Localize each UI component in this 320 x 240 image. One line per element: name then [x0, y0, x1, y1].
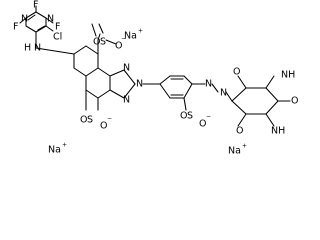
- molecule-structure: F F F Cl N N H N O S O − N N N O S O − O…: [13, 0, 298, 157]
- atom-amine-n: N: [34, 43, 41, 54]
- sulfonate-left-sulfur: S: [87, 115, 93, 126]
- atom-triazole-n1: N: [123, 63, 130, 74]
- atom-amine-h: H: [24, 43, 31, 54]
- counterion-bottom-left-charge: +: [62, 142, 67, 149]
- atom-imide-nh-bottom: NH: [271, 126, 285, 137]
- sulfonate-right-oxide-oxygen: O: [199, 119, 206, 130]
- counterion-top: Na: [124, 31, 137, 42]
- sulfonate-right-sulfur: S: [187, 111, 193, 122]
- atom-oxo-top: O: [233, 67, 240, 78]
- sulfonate-left-oxide-oxygen: O: [100, 121, 107, 132]
- sulfonate-top-oxide-oxygen: O: [115, 41, 122, 52]
- atom-oxo-middle: O: [291, 96, 298, 107]
- atom-chlorine: Cl: [53, 32, 62, 43]
- atom-fluorine-top: F: [33, 0, 38, 11]
- sulfonate-top-charge: −: [121, 36, 126, 43]
- atom-pyrimidine-n-right: N: [47, 14, 54, 25]
- atom-azo-n2: N: [220, 88, 227, 99]
- counterion-bottom-right-charge: +: [242, 143, 247, 150]
- counterion-top-charge: +: [138, 28, 143, 35]
- sulfonate-right-charge: −: [206, 114, 211, 121]
- atom-azo-n1: N: [205, 79, 212, 90]
- sulfonate-left-charge: −: [107, 116, 112, 123]
- atom-imide-nh-top: NH: [281, 70, 295, 81]
- atom-triazole-n2: N: [136, 79, 143, 90]
- counterion-bottom-left: Na: [48, 145, 61, 156]
- atom-pyrimidine-n-left: N: [21, 14, 28, 25]
- atom-triazole-n3: N: [123, 95, 130, 106]
- sulfonate-top-sulfur: S: [100, 37, 106, 48]
- atom-fluorine-right: F: [55, 22, 60, 33]
- atom-fluorine-left: F: [13, 22, 18, 33]
- atom-oxo-bottom: O: [236, 126, 243, 137]
- sulfonate-left-oxygen: O: [80, 115, 87, 126]
- sulfonate-top-oxygen: O: [93, 37, 100, 48]
- sulfonate-right-oxygen: O: [180, 111, 187, 122]
- bond-lines: [19, 5, 291, 127]
- counterion-bottom-right: Na: [228, 146, 241, 157]
